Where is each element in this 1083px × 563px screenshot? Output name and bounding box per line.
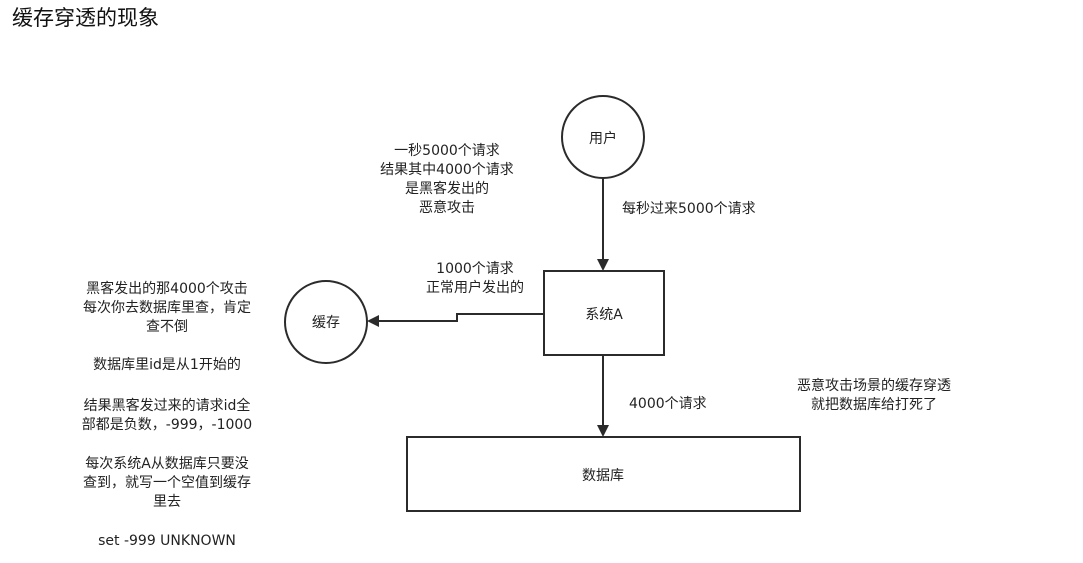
left-note-line: 查到，就写一个空值到缓存	[83, 475, 251, 491]
user-node-label: 用户	[589, 131, 617, 147]
user-to-system-label: 每秒过来5000个请求	[622, 201, 756, 217]
left-note-4: 每次系统A从数据库只要没 查到，就写一个空值到缓存 里去	[62, 455, 272, 512]
left-note-1: 黑客发出的那4000个攻击 每次你去数据库里查，肯定 查不倒	[62, 280, 272, 337]
system-to-cache-label: 1000个请求 正常用户发出的	[408, 260, 542, 298]
system-to-database-label: 4000个请求	[629, 396, 707, 412]
left-note-line: 每次你去数据库里查，肯定	[83, 300, 251, 316]
left-note-line: 查不倒	[146, 319, 188, 335]
attack-description-line: 恶意攻击	[419, 200, 475, 216]
page-title: 缓存穿透的现象	[12, 6, 159, 30]
database-killed-line: 恶意攻击场景的缓存穿透	[797, 378, 951, 394]
system-to-cache-line: 1000个请求	[436, 261, 514, 277]
left-note-line: set -999 UNKNOWN	[98, 533, 236, 549]
left-note-3: 结果黑客发过来的请求id全 部都是负数，-999，-1000	[62, 397, 272, 435]
system-node	[543, 270, 665, 356]
attack-description-line: 一秒5000个请求	[394, 143, 500, 159]
left-note-line: 数据库里id是从1开始的	[93, 357, 241, 373]
database-killed-note: 恶意攻击场景的缓存穿透 就把数据库给打死了	[778, 377, 970, 415]
left-note-line: 部都是负数，-999，-1000	[81, 417, 253, 433]
left-note-line: 里去	[153, 494, 181, 510]
left-note-line: 黑客发出的那4000个攻击	[86, 281, 248, 297]
system-to-cache-line: 正常用户发出的	[426, 280, 524, 296]
left-note-5: set -999 UNKNOWN	[62, 532, 272, 551]
arrow-system-to-cache	[367, 313, 544, 327]
system-node-label: 系统A	[585, 307, 623, 323]
left-note-2: 数据库里id是从1开始的	[62, 356, 272, 375]
left-note-line: 结果黑客发过来的请求id全	[83, 398, 251, 414]
database-node-label: 数据库	[582, 468, 624, 484]
database-node	[406, 436, 801, 512]
left-note-line: 每次系统A从数据库只要没	[85, 456, 249, 472]
attack-description: 一秒5000个请求 结果其中4000个请求 是黑客发出的 恶意攻击	[362, 142, 532, 218]
attack-description-line: 是黑客发出的	[405, 181, 489, 197]
attack-description-line: 结果其中4000个请求	[380, 162, 514, 178]
database-killed-line: 就把数据库给打死了	[811, 397, 937, 413]
cache-node-label: 缓存	[312, 315, 340, 331]
